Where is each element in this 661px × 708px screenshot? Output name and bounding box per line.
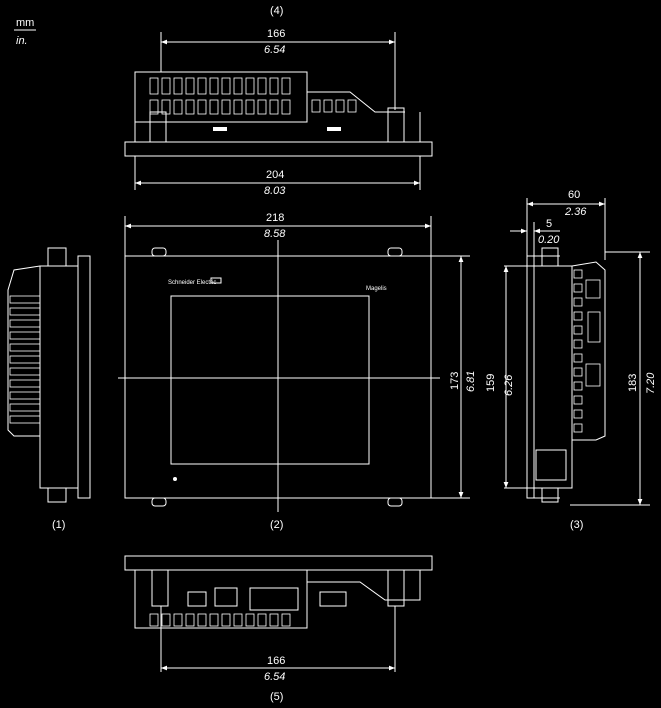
right-h2-mm: 183 (627, 374, 639, 392)
right-view: 60 2.36 5 0.20 159 6.26 (485, 189, 657, 531)
bottom-view: 166 6.54 (5) (124, 555, 433, 703)
right-h1-in: 6.26 (503, 374, 515, 396)
left-screw (47, 487, 67, 503)
top-clip (327, 127, 341, 131)
right-depth-mm: 60 (568, 189, 580, 201)
bottom-port (214, 587, 238, 607)
front-screen (170, 295, 370, 465)
right-h1-mm: 159 (485, 374, 497, 392)
right-bezel-in: 0.20 (538, 234, 560, 246)
left-bezel (77, 255, 91, 499)
right-bezel (526, 255, 535, 499)
bottom-port (249, 587, 299, 611)
front-tab (151, 497, 167, 507)
right-depth-in: 2.36 (564, 206, 587, 218)
bottom-body-edge (307, 570, 421, 601)
right-h2-in: 7.20 (645, 372, 657, 394)
bottom-screw (387, 569, 405, 607)
right-view-label: (3) (570, 519, 583, 531)
front-tab (387, 497, 403, 507)
top-view: (4) 166 6.54 (124, 5, 433, 197)
logo-mark (210, 277, 222, 284)
bottom-dim-in: 6.54 (264, 671, 285, 683)
top-body-edge (307, 91, 405, 113)
left-body (39, 265, 79, 489)
bottom-bezel (124, 555, 433, 571)
front-view-label: (2) (270, 519, 283, 531)
right-connectors (573, 269, 601, 433)
right-bezel-mm: 5 (546, 218, 552, 230)
bottom-view-label: (5) (270, 691, 283, 703)
brand-logo: Schneider Electric (168, 280, 216, 286)
front-tab (387, 247, 403, 257)
left-view: (1) (7, 247, 91, 531)
front-dim-in: 8.58 (264, 228, 286, 240)
bottom-port (319, 591, 347, 607)
ethernet-port (187, 591, 207, 607)
top-clip (213, 127, 227, 131)
bottom-connectors (149, 613, 291, 627)
top-dim-mm: 166 (267, 28, 285, 40)
front-dim-h-in: 6.81 (465, 371, 477, 392)
unit-mm: mm (16, 17, 34, 29)
top-bezel (124, 141, 433, 157)
bottom-screw (151, 569, 169, 607)
top-screw (387, 107, 405, 143)
product-logo: Magelis (366, 286, 387, 292)
top-screw (149, 111, 167, 143)
bottom-dim-mm: 166 (267, 655, 285, 667)
top-view-label: (4) (270, 5, 283, 17)
left-back (7, 265, 41, 437)
left-view-label: (1) (52, 519, 65, 531)
left-connectors (9, 295, 41, 424)
unit-legend: mm in. (14, 17, 36, 47)
top-body (134, 71, 308, 123)
front-dim-h-mm: 173 (449, 372, 461, 390)
status-led (173, 477, 177, 481)
unit-in: in. (16, 35, 28, 47)
right-back (571, 261, 606, 441)
front-tab (151, 247, 167, 257)
right-screw (541, 247, 559, 267)
front-dim-mm: 218 (266, 212, 284, 224)
top-dim2-in: 8.03 (264, 185, 286, 197)
front-view: 218 8.58 Schneider Electric Magelis 173 … (118, 212, 477, 531)
top-dim-in: 6.54 (264, 44, 285, 56)
top-connectors (149, 77, 357, 115)
top-dim2-mm: 204 (266, 169, 284, 181)
left-screw (47, 247, 67, 267)
right-screw (541, 487, 559, 503)
right-bracket (535, 449, 567, 481)
